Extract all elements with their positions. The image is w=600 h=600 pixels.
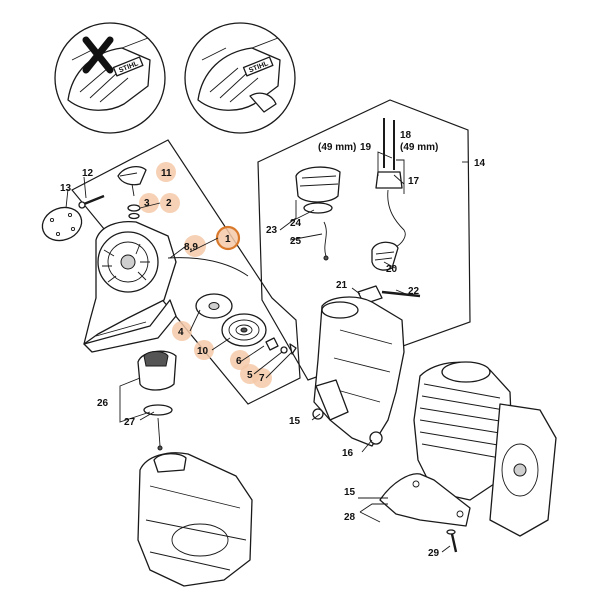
callout-18: 18 bbox=[400, 130, 412, 141]
engine-block bbox=[413, 361, 557, 537]
cross-mark-icon bbox=[82, 36, 114, 74]
callout-27: 27 bbox=[124, 417, 136, 428]
callout-2: 2 bbox=[166, 198, 172, 209]
callout-19: 19 bbox=[360, 142, 372, 153]
callout-6: 6 bbox=[236, 356, 242, 367]
callout-15-lower: 15 bbox=[344, 487, 356, 498]
part-2-3-rope-guide bbox=[127, 204, 141, 220]
part-16-fuel-tank bbox=[312, 296, 405, 447]
callout-8-9: 8,9 bbox=[184, 242, 198, 253]
callout-3: 3 bbox=[144, 198, 150, 209]
part-10-rewind-spring bbox=[221, 313, 267, 347]
callout-24: 24 bbox=[290, 218, 302, 229]
part-23-fuel-cap bbox=[295, 166, 341, 261]
callout-labels: 11 2 3 12 13 8,9 1 4 10 6 5 7 (49 mm) 19… bbox=[60, 130, 486, 559]
part-28-guard-plate bbox=[379, 473, 471, 527]
dimension-19: (49 mm) bbox=[318, 142, 356, 153]
callout-1: 1 bbox=[225, 234, 231, 245]
leader-lines bbox=[65, 151, 468, 553]
callout-20: 20 bbox=[386, 264, 398, 275]
part-5-6-7-pawls bbox=[265, 337, 297, 355]
callout-26: 26 bbox=[97, 398, 109, 409]
part-11-starter-grip bbox=[117, 165, 147, 197]
part-13-gasket bbox=[41, 206, 83, 242]
dimension-18: (49 mm) bbox=[400, 142, 438, 153]
part-starter-housing bbox=[83, 220, 177, 353]
callout-29: 29 bbox=[428, 548, 440, 559]
callout-11: 11 bbox=[161, 168, 172, 179]
part-29-screw bbox=[446, 529, 458, 553]
callout-23: 23 bbox=[266, 225, 278, 236]
callout-5: 5 bbox=[247, 370, 253, 381]
callout-10: 10 bbox=[197, 346, 209, 357]
callout-14: 14 bbox=[474, 158, 486, 169]
callout-16: 16 bbox=[342, 448, 354, 459]
callout-7: 7 bbox=[259, 373, 265, 384]
callout-12: 12 bbox=[82, 168, 94, 179]
stihl-logo-right: STIHL bbox=[242, 56, 274, 77]
stihl-logo-left: STIHL bbox=[112, 56, 144, 77]
part-26-tank-cap bbox=[137, 350, 177, 451]
callout-22: 22 bbox=[408, 286, 420, 297]
part-4-rope-rotor bbox=[195, 293, 233, 319]
callout-13: 13 bbox=[60, 183, 72, 194]
callout-25: 25 bbox=[290, 236, 302, 247]
part-8-9-starter-rope bbox=[167, 257, 249, 277]
callout-17: 17 bbox=[408, 176, 420, 187]
callout-15-upper: 15 bbox=[289, 416, 301, 427]
highlight-markers bbox=[139, 162, 272, 388]
fuel-tank-assembly-frame bbox=[257, 99, 471, 381]
starter-assembly-frame bbox=[71, 139, 301, 405]
callout-28: 28 bbox=[344, 512, 356, 523]
part-12-screw bbox=[78, 194, 105, 209]
callout-21: 21 bbox=[336, 280, 348, 291]
inset-wrong-orientation: STIHL bbox=[54, 22, 166, 134]
inset-correct-orientation: STIHL bbox=[184, 22, 296, 134]
callout-4: 4 bbox=[178, 327, 184, 338]
part-lower-tank-housing bbox=[137, 452, 253, 587]
